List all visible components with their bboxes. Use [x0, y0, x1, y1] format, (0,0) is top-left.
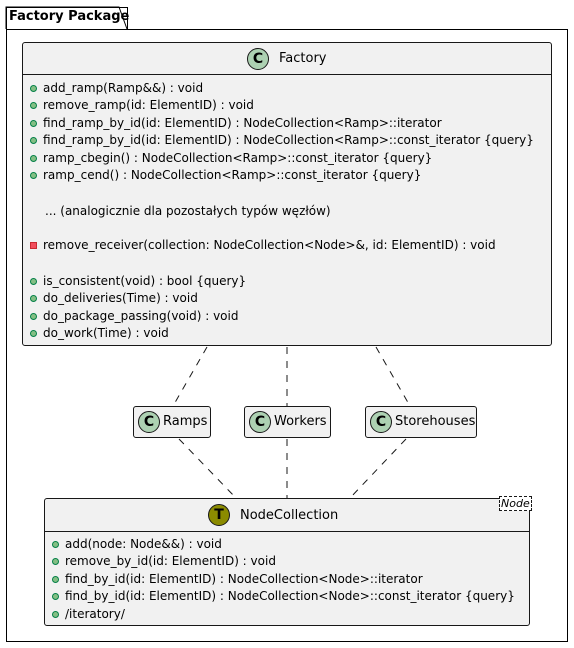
class-icon: C [370, 411, 392, 433]
ramps-class-name: Ramps [163, 414, 208, 429]
private-icon [30, 242, 37, 249]
public-icon [30, 330, 37, 337]
public-icon [52, 593, 59, 600]
factory-method: ramp_cend() : NodeCollection<Ramp>::cons… [30, 167, 421, 184]
factory-method: do_package_passing(void) : void [30, 308, 238, 325]
package-title: Factory Package [9, 9, 130, 24]
public-icon [52, 611, 59, 618]
public-icon [30, 313, 37, 320]
nodecollection-class[interactable]: T NodeCollection add(node: Node&&) : voi… [44, 498, 530, 626]
workers-class-name: Workers [274, 414, 327, 429]
factory-method: add_ramp(Ramp&&) : void [30, 80, 203, 97]
link-factory-ramps [172, 346, 208, 407]
factory-method: do_work(Time) : void [30, 325, 169, 342]
class-icon: C [138, 411, 160, 433]
factory-class-header: C Factory [23, 43, 551, 75]
public-icon [52, 541, 59, 548]
factory-method: find_ramp_by_id(id: ElementID) : NodeCol… [30, 132, 534, 149]
link-storehouses-nodecollection [349, 438, 407, 499]
public-icon [30, 295, 37, 302]
nodecollection-method: remove_by_id(id: ElementID) : void [52, 553, 276, 570]
nodecollection-class-header: T NodeCollection [45, 499, 529, 532]
factory-method: ramp_cbegin() : NodeCollection<Ramp>::co… [30, 150, 432, 167]
factory-method: do_deliveries(Time) : void [30, 290, 198, 307]
nodecollection-method: add(node: Node&&) : void [52, 536, 222, 553]
workers-class[interactable]: C Workers [244, 406, 331, 438]
factory-note: ... (analogicznie dla pozostałych typów … [45, 204, 331, 218]
link-ramps-nodecollection [178, 438, 237, 499]
public-icon [52, 558, 59, 565]
public-icon [30, 137, 37, 144]
ramps-class[interactable]: C Ramps [133, 406, 211, 438]
nodecollection-method: find_by_id(id: ElementID) : NodeCollecti… [52, 588, 515, 605]
factory-method: find_ramp_by_id(id: ElementID) : NodeCol… [30, 115, 442, 132]
factory-class-name: Factory [279, 51, 327, 66]
public-icon [30, 120, 37, 127]
nodecollection-method: find_by_id(id: ElementID) : NodeCollecti… [52, 571, 423, 588]
link-factory-storehouses [375, 346, 411, 407]
public-icon [30, 85, 37, 92]
nodecollection-method: /iteratory/ [52, 606, 125, 623]
public-icon [30, 278, 37, 285]
class-icon: C [247, 48, 269, 70]
storehouses-class-name: Storehouses [395, 414, 476, 429]
factory-method: is_consistent(void) : bool {query} [30, 273, 246, 290]
factory-class[interactable]: C Factory add_ramp(Ramp&&) : void remove… [22, 42, 552, 346]
template-icon: T [208, 504, 230, 526]
public-icon [30, 102, 37, 109]
factory-private-method: remove_receiver(collection: NodeCollecti… [30, 237, 496, 254]
factory-method: remove_ramp(id: ElementID) : void [30, 97, 254, 114]
generic-parameter-tag: Node [499, 496, 532, 511]
class-icon: C [249, 411, 271, 433]
public-icon [30, 172, 37, 179]
storehouses-class[interactable]: C Storehouses [365, 406, 477, 438]
public-icon [52, 576, 59, 583]
nodecollection-class-name: NodeCollection [240, 508, 339, 523]
public-icon [30, 155, 37, 162]
